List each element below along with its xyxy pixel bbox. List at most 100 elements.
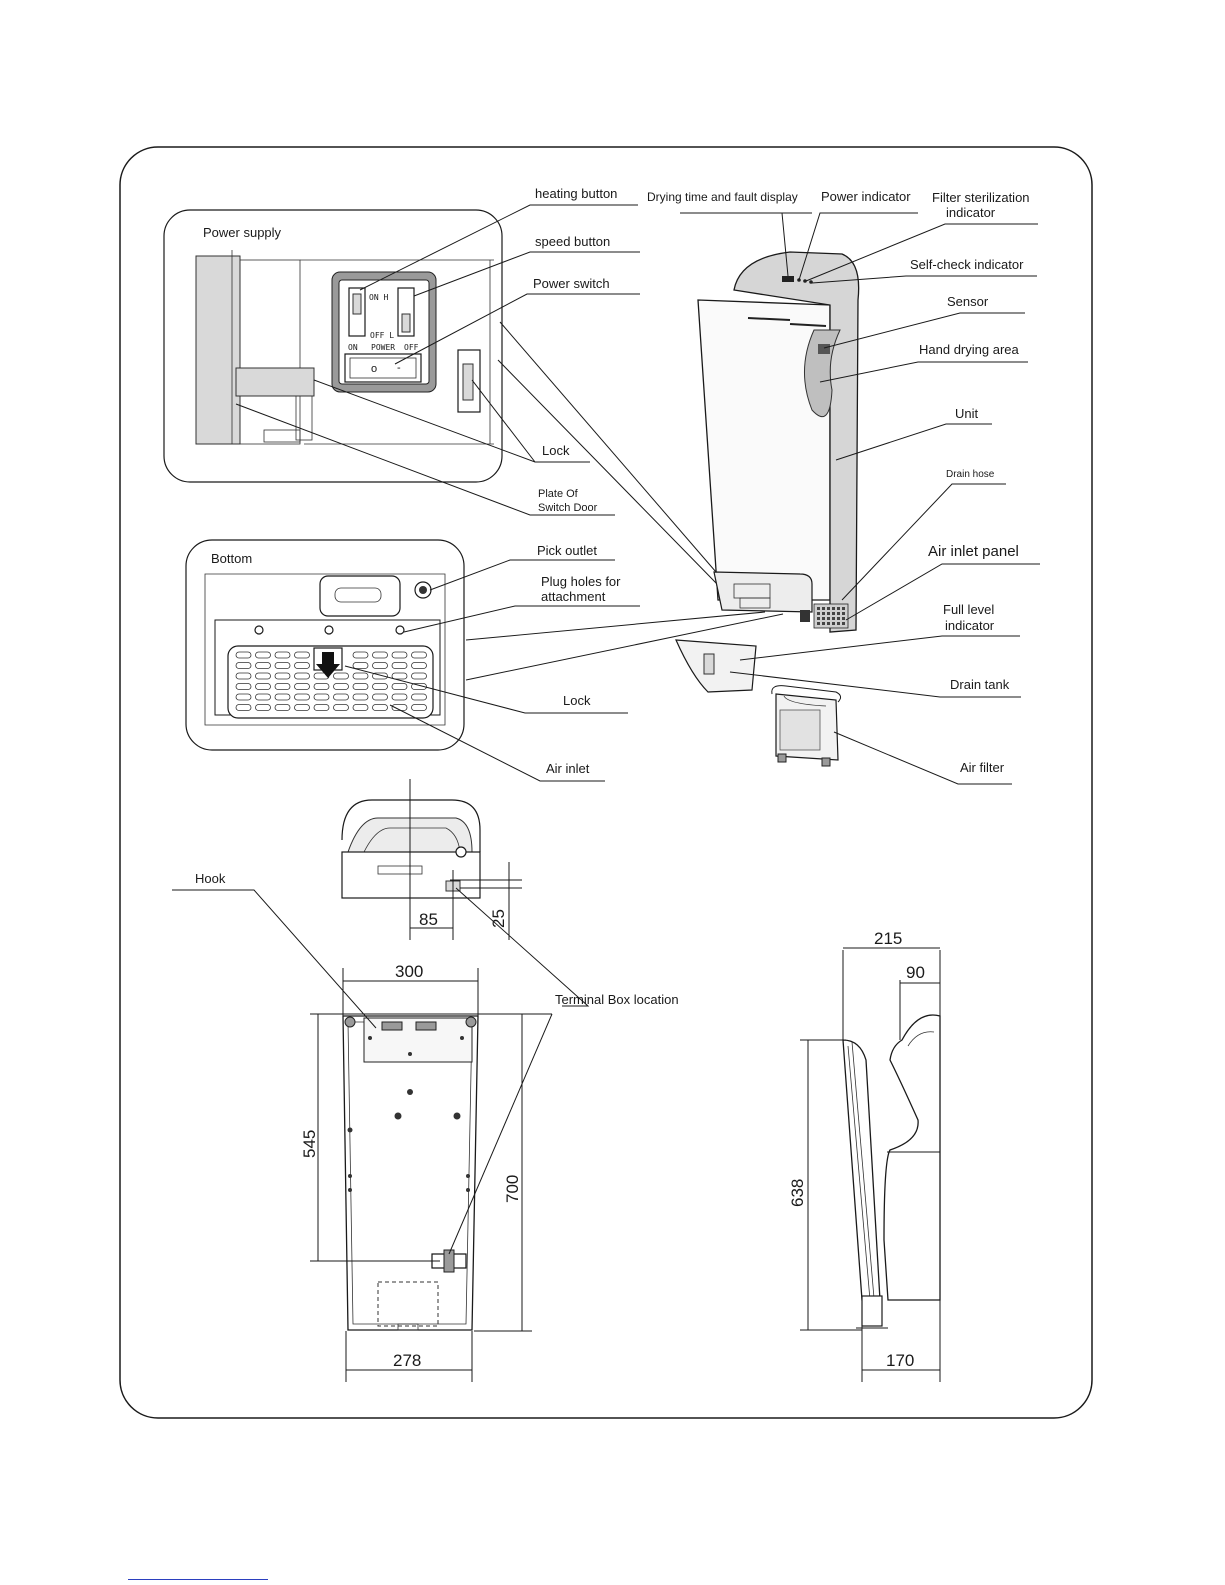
label-terminal-box-location: Terminal Box location <box>555 992 679 1007</box>
grille-slot <box>411 651 427 659</box>
marking-on-h: ON H <box>369 293 388 302</box>
label-air-filter: Air filter <box>960 760 1005 775</box>
grille-slot <box>391 683 408 690</box>
grille-slot <box>372 704 388 711</box>
inlet-hole <box>837 617 840 620</box>
rear-view-drawing: 300 545 700 278 Hook <box>172 871 553 1382</box>
inlet-hole <box>827 617 830 620</box>
label-drain-hose: Drain hose <box>946 469 995 480</box>
bottom-title: Bottom <box>211 551 252 566</box>
grille-slot <box>411 693 427 701</box>
label-power-switch: Power switch <box>533 276 610 291</box>
dim-700: 700 <box>503 1175 522 1203</box>
inlet-hole <box>827 622 830 625</box>
grille-slot <box>274 651 291 659</box>
grille-slot <box>352 651 369 659</box>
inlet-panel-holes <box>817 607 845 625</box>
grille-slot <box>274 693 291 701</box>
inlet-hole <box>827 612 830 615</box>
label-hand-drying-area: Hand drying area <box>919 342 1019 357</box>
grille-slot <box>255 672 271 680</box>
grille-slot <box>235 704 252 711</box>
grille-slot <box>294 693 310 701</box>
grille-slot <box>333 672 349 680</box>
inlet-hole <box>837 612 840 615</box>
label-full-level-2: indicator <box>945 618 995 633</box>
dim-545: 545 <box>300 1130 319 1158</box>
symbol-on: o <box>371 363 377 375</box>
grille-slot <box>372 693 388 701</box>
grille-slot <box>294 683 310 690</box>
label-pick-outlet: Pick outlet <box>537 543 597 558</box>
switch-door-plate <box>195 255 241 445</box>
grille-slot <box>274 704 291 711</box>
dim-638: 638 <box>788 1179 807 1207</box>
label-drain-tank: Drain tank <box>950 677 1010 692</box>
inlet-hole <box>822 607 825 610</box>
inlet-hole <box>817 622 820 625</box>
inlet-hole <box>842 617 845 620</box>
label-plug-holes-2: attachment <box>541 589 606 604</box>
grille-slot <box>352 704 369 711</box>
label-lock-top: Lock <box>542 443 570 458</box>
hand-dryer-unit: Drying time and fault display Power indi… <box>647 189 1040 633</box>
grille-slot <box>255 693 271 701</box>
inlet-hole <box>817 617 820 620</box>
label-filter-sterilization-1: Filter sterilization <box>932 190 1030 205</box>
inlet-hole <box>817 612 820 615</box>
grille-slot <box>391 693 408 701</box>
marking-off: OFF <box>404 343 419 352</box>
inlet-hole <box>837 607 840 610</box>
grille-slot <box>294 672 310 680</box>
grille-slot <box>352 683 369 690</box>
drain-tank: Full level indicator Drain tank <box>675 602 1021 698</box>
label-lock-bottom: Lock <box>563 693 591 708</box>
inlet-hole <box>822 612 825 615</box>
grille-slot <box>333 704 349 711</box>
grille-slot <box>313 693 330 701</box>
marking-power: POWER <box>371 343 395 352</box>
grille-slot <box>391 672 408 680</box>
label-plate-of-switch-door-1: Plate Of <box>538 488 579 500</box>
inlet-hole <box>832 607 835 610</box>
inlet-hole <box>842 612 845 615</box>
dim-90: 90 <box>906 963 925 982</box>
inlet-hole <box>837 622 840 625</box>
grille-slot <box>255 704 271 711</box>
label-air-inlet: Air inlet <box>546 761 590 776</box>
grille-slot <box>391 662 408 669</box>
inlet-hole <box>832 612 835 615</box>
inlet-hole <box>832 617 835 620</box>
grille-slot <box>274 662 291 669</box>
grille-slot <box>352 662 369 669</box>
symbol-off: - <box>397 362 401 374</box>
grille-slot <box>235 693 252 701</box>
label-self-check-indicator: Self-check indicator <box>910 257 1024 272</box>
grille-slot <box>391 704 408 711</box>
label-full-level-1: Full level <box>943 602 994 617</box>
dim-170: 170 <box>886 1351 914 1370</box>
grille-slot <box>294 662 310 669</box>
grille-slot <box>352 672 369 680</box>
dim-278: 278 <box>393 1351 421 1370</box>
grille-slot <box>255 651 271 659</box>
drain-tank-outline <box>377 1281 439 1327</box>
grille-slot <box>255 662 271 669</box>
grille-slot <box>411 704 427 711</box>
label-hook: Hook <box>195 871 226 886</box>
dim-215: 215 <box>874 929 902 948</box>
footer-link-underline <box>128 1579 268 1580</box>
label-plate-of-switch-door-2: Switch Door <box>538 502 598 514</box>
grille-slot <box>235 672 252 680</box>
side-view-drawing: 215 90 638 170 <box>788 929 941 1382</box>
lock-arrow-icon <box>316 652 340 678</box>
dim-25: 25 <box>489 909 508 928</box>
grille-slot <box>372 683 388 690</box>
label-unit: Unit <box>955 406 979 421</box>
dim-85: 85 <box>419 910 438 929</box>
inlet-hole <box>827 607 830 610</box>
label-filter-sterilization-2: indicator <box>946 205 996 220</box>
marking-on: ON <box>348 343 358 352</box>
grille-slot <box>372 662 388 669</box>
